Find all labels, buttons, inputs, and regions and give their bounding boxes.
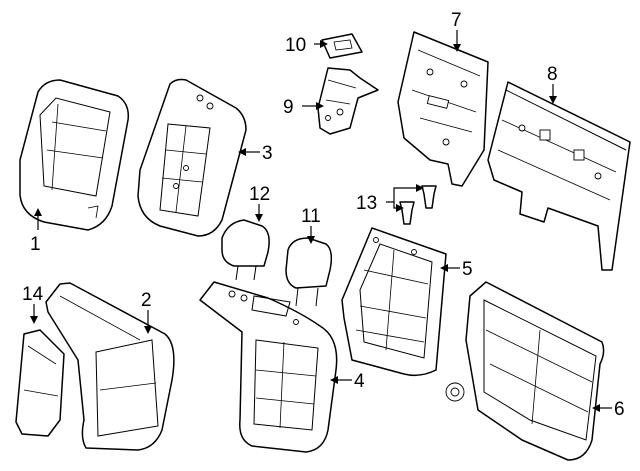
callout-7: 7 [451, 10, 462, 31]
callout-9: 9 [283, 97, 294, 118]
leader-lines [30, 30, 612, 412]
callout-6: 6 [614, 399, 625, 420]
part-10-clip [321, 33, 363, 59]
part-4-seat-cushion-pad [199, 281, 338, 453]
part-2-seat-cushion-cover [45, 282, 175, 451]
callout-5: 5 [462, 259, 473, 280]
callout-12: 12 [249, 184, 270, 205]
callout-1: 1 [30, 234, 41, 255]
part-12-headrest [221, 219, 270, 281]
part-5-seat-back-frame [341, 227, 447, 377]
callout-3: 3 [262, 143, 273, 164]
part-3-seat-back-pad [137, 78, 247, 237]
callout-4: 4 [354, 371, 365, 392]
part-11-headrest [285, 237, 333, 307]
part-14-side-trim [15, 329, 65, 437]
part-7-seat-back-panel [397, 31, 489, 187]
callout-14: 14 [22, 284, 44, 305]
callout-10: 10 [285, 35, 306, 56]
callout-2: 2 [141, 290, 152, 311]
callout-8: 8 [547, 64, 558, 85]
part-8-upper-seat-back-panel [487, 81, 631, 271]
callout-11: 11 [301, 206, 321, 227]
callout-13: 13 [356, 193, 377, 214]
part-6-seat-cushion-frame [445, 281, 605, 461]
part-9-bracket [317, 67, 379, 135]
part-13-bolts [399, 185, 437, 225]
part-1-seat-back-cover [19, 79, 130, 231]
